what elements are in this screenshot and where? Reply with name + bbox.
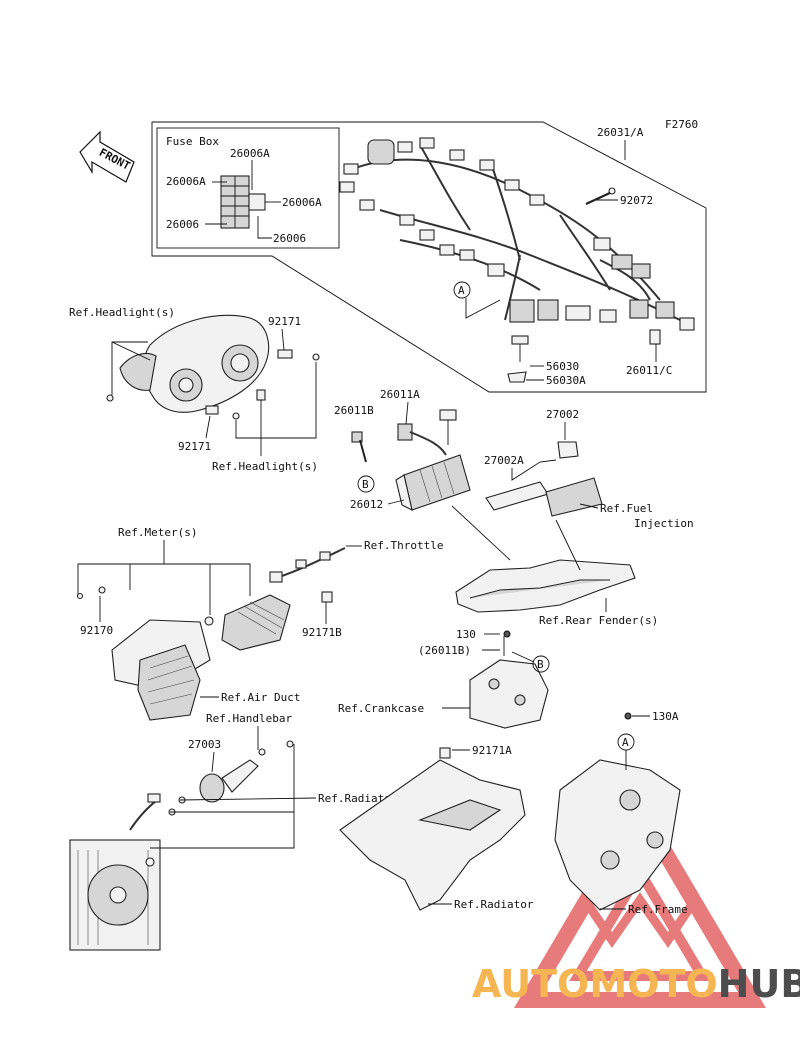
fuse-label-4: 26006 bbox=[166, 218, 199, 231]
label-circle-a-bottom: A bbox=[622, 736, 629, 749]
label-ref-headlight-top: Ref.Headlight(s) bbox=[69, 306, 175, 319]
label-ref-headlight-bottom: Ref.Headlight(s) bbox=[212, 460, 318, 473]
harness-group-box bbox=[151, 121, 707, 393]
watermark-part2: HUB bbox=[717, 962, 800, 1006]
fuse-label-3: 26006A bbox=[282, 196, 322, 209]
label-ref-handlebar: Ref.Handlebar bbox=[206, 712, 292, 725]
crankcase-part bbox=[469, 636, 549, 729]
fuse-label-2: 26006A bbox=[166, 175, 206, 188]
label-27003: 27003 bbox=[188, 738, 221, 751]
air-duct bbox=[137, 644, 201, 721]
label-ref-air-duct: Ref.Air Duct bbox=[221, 691, 300, 704]
label-ref-meter: Ref.Meter(s) bbox=[118, 526, 197, 539]
label-ref-fuel-2: Injection bbox=[634, 517, 694, 530]
watermark-part1: AUTOMOTO bbox=[472, 962, 718, 1006]
label-circle-a-top: A bbox=[458, 284, 465, 297]
frame-part bbox=[554, 712, 681, 911]
label-ref-frame: Ref.Frame bbox=[628, 903, 688, 916]
radiator-fan bbox=[69, 793, 186, 951]
label-92171b: 92171B bbox=[302, 626, 342, 639]
label-130a: 130A bbox=[652, 710, 679, 723]
label-26012: 26012 bbox=[350, 498, 383, 511]
label-56030a: 56030A bbox=[546, 374, 586, 387]
label-26011a: 26011A bbox=[380, 388, 420, 401]
main-wiring-harness bbox=[339, 137, 695, 383]
label-26011b-paren: (26011B) bbox=[418, 644, 471, 657]
label-26031a: 26031/A bbox=[597, 126, 644, 139]
watermark-triangle bbox=[513, 794, 767, 1008]
throttle-wiring bbox=[269, 547, 346, 603]
label-27002a: 27002A bbox=[484, 454, 524, 467]
label-ref-fuel-1: Ref.Fuel bbox=[600, 502, 653, 515]
fuse-box: Fuse Box 26006A 26006A 26006A 26006 2600… bbox=[166, 135, 322, 245]
label-ref-throttle: Ref.Throttle bbox=[364, 539, 443, 552]
fuel-injection-bracket bbox=[545, 477, 603, 517]
ecu-26012 bbox=[395, 454, 471, 512]
label-circle-b-top: B bbox=[362, 478, 369, 491]
radiator-shroud bbox=[339, 747, 526, 911]
label-26011b: 26011B bbox=[334, 404, 374, 417]
watermark-logo: AUTOMOTOHUB bbox=[472, 958, 800, 1010]
label-92072: 92072 bbox=[620, 194, 653, 207]
label-56030: 56030 bbox=[546, 360, 579, 373]
label-130: 130 bbox=[456, 628, 476, 641]
headlight-assembly bbox=[106, 314, 320, 420]
horn-27003 bbox=[199, 740, 294, 803]
label-92170: 92170 bbox=[80, 624, 113, 637]
fuse-box-title: Fuse Box bbox=[166, 135, 219, 148]
label-ref-rear-fender: Ref.Rear Fender(s) bbox=[539, 614, 658, 627]
front-arrow-icon: FRONT bbox=[79, 130, 135, 183]
label-92171-bottom: 92171 bbox=[178, 440, 211, 453]
label-ref-crankcase: Ref.Crankcase bbox=[338, 702, 424, 715]
label-ref-radiator-right: Ref.Radiator bbox=[454, 898, 534, 911]
label-ref-radiator-left: Ref.Radiator bbox=[318, 792, 398, 805]
part-27002a bbox=[485, 481, 549, 511]
label-92171a: 92171A bbox=[472, 744, 512, 757]
fuse-box-frame bbox=[156, 127, 340, 249]
fuse-label-5: 26006 bbox=[273, 232, 306, 245]
label-27002: 27002 bbox=[546, 408, 579, 421]
sensor-26011a bbox=[397, 409, 457, 456]
label-26011c: 26011/C bbox=[626, 364, 672, 377]
diagram-code: F2760 bbox=[665, 118, 698, 131]
sensor-26011b bbox=[351, 431, 363, 443]
rear-fender-tray bbox=[455, 559, 636, 613]
fuse-label-1: 26006A bbox=[230, 147, 270, 160]
part-27002 bbox=[557, 441, 579, 459]
label-circle-b-bottom: B bbox=[537, 658, 544, 671]
label-92171-top: 92171 bbox=[268, 315, 301, 328]
